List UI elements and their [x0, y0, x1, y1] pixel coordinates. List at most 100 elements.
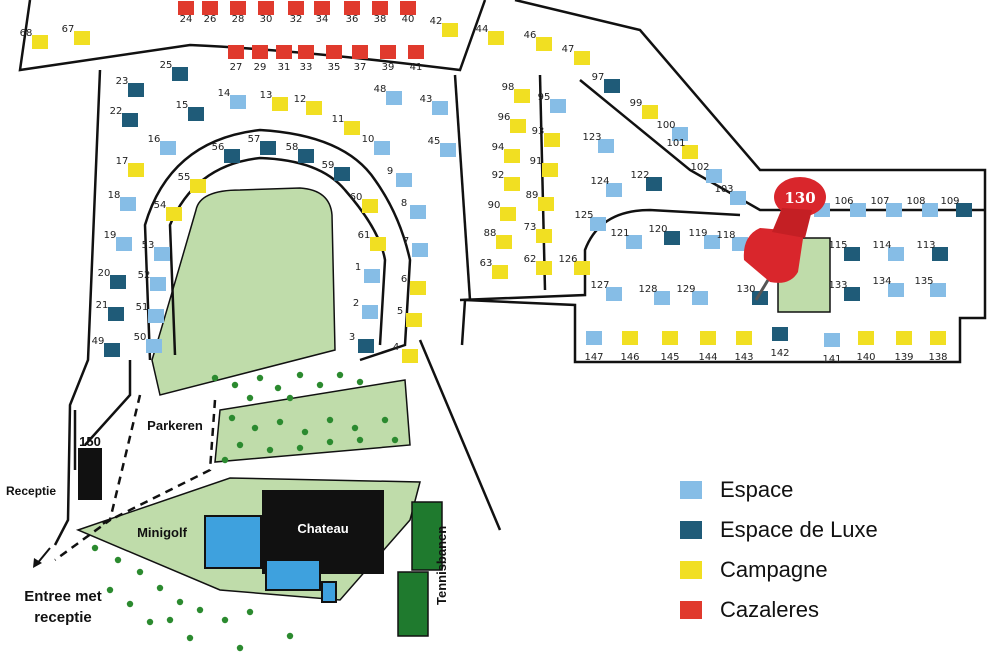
lot-50[interactable]: 50	[134, 332, 162, 353]
lot-146[interactable]: 146	[620, 331, 640, 363]
lot-32[interactable]: 32	[288, 1, 304, 25]
lot-62[interactable]: 62	[524, 254, 552, 275]
lot-46[interactable]: 46	[524, 30, 552, 51]
lot-140[interactable]: 140	[856, 331, 876, 363]
lot-138[interactable]: 138	[928, 331, 948, 363]
lot-23[interactable]: 23	[116, 76, 144, 97]
lot-101[interactable]: 101	[666, 138, 698, 159]
lot-135[interactable]: 135	[914, 276, 946, 297]
lot-96[interactable]: 96	[498, 112, 526, 133]
lot-133[interactable]: 133	[828, 280, 860, 301]
lot-13[interactable]: 13	[260, 90, 288, 111]
lot-41[interactable]: 41	[408, 45, 424, 73]
lot-9[interactable]: 9	[387, 166, 412, 187]
lot-147[interactable]: 147	[584, 331, 604, 363]
lot-114[interactable]: 114	[872, 240, 904, 261]
lot-55[interactable]: 55	[178, 172, 206, 193]
lot-21[interactable]: 21	[96, 300, 124, 321]
lot-89[interactable]: 89	[526, 190, 554, 211]
lot-34[interactable]: 34	[314, 1, 330, 25]
lot-58[interactable]: 58	[286, 142, 314, 163]
lot-98[interactable]: 98	[502, 82, 530, 103]
lot-122[interactable]: 122	[630, 170, 662, 191]
lot-33[interactable]: 33	[298, 45, 314, 73]
lot-6[interactable]: 6	[401, 274, 426, 295]
lot-100[interactable]: 100	[656, 120, 688, 141]
lot-93[interactable]: 93	[532, 126, 560, 147]
lot-142[interactable]: 142	[770, 327, 790, 359]
lot-3[interactable]: 3	[349, 332, 374, 353]
lot-121[interactable]: 121	[610, 228, 642, 249]
lot-19[interactable]: 19	[104, 230, 132, 251]
lot-11[interactable]: 11	[332, 114, 360, 135]
lot-120[interactable]: 120	[648, 224, 680, 245]
location-pin[interactable]: 130	[743, 177, 826, 301]
lot-94[interactable]: 94	[492, 142, 520, 163]
lot-99[interactable]: 99	[630, 98, 658, 119]
lot-119[interactable]: 119	[688, 228, 720, 249]
lot-18[interactable]: 18	[108, 190, 136, 211]
lot-108[interactable]: 108	[906, 196, 938, 217]
lot-102[interactable]: 102	[690, 162, 722, 183]
lot-42[interactable]: 42	[430, 16, 458, 37]
lot-53[interactable]: 53	[142, 240, 170, 261]
lot-130[interactable]: 130	[736, 284, 768, 305]
lot-124[interactable]: 124	[590, 176, 622, 197]
lot-1[interactable]: 1	[355, 262, 380, 283]
lot-57[interactable]: 57	[248, 134, 276, 155]
lot-27[interactable]: 27	[228, 45, 244, 73]
lot-44[interactable]: 44	[476, 24, 504, 45]
lot-68[interactable]: 68	[20, 28, 48, 49]
lot-29[interactable]: 29	[252, 45, 268, 73]
lot-25[interactable]: 25	[160, 60, 188, 81]
lot-144[interactable]: 144	[698, 331, 718, 363]
lot-20[interactable]: 20	[98, 268, 126, 289]
lot-61[interactable]: 61	[358, 230, 386, 251]
lot-95[interactable]: 95	[538, 92, 566, 113]
lot-97[interactable]: 97	[592, 72, 620, 93]
lot-129[interactable]: 129	[676, 284, 708, 305]
lot-24[interactable]: 24	[178, 1, 194, 25]
lot-52[interactable]: 52	[138, 270, 166, 291]
lot-10[interactable]: 10	[362, 134, 390, 155]
lot-36[interactable]: 36	[344, 1, 360, 25]
lot-51[interactable]: 51	[136, 302, 164, 323]
lot-143[interactable]: 143	[734, 331, 754, 363]
lot-107[interactable]: 107	[870, 196, 902, 217]
lot-134[interactable]: 134	[872, 276, 904, 297]
lot-48[interactable]: 48	[374, 84, 402, 105]
lot-49[interactable]: 49	[92, 336, 120, 357]
lot-106[interactable]: 106	[834, 196, 866, 217]
lot-90[interactable]: 90	[488, 200, 516, 221]
lot-118[interactable]: 118	[716, 230, 748, 251]
lot-54[interactable]: 54	[154, 200, 182, 221]
lot-39[interactable]: 39	[380, 45, 396, 73]
lot-103[interactable]: 103	[714, 184, 746, 205]
lot-88[interactable]: 88	[484, 228, 512, 249]
lot-2[interactable]: 2	[353, 298, 378, 319]
lot-4[interactable]: 4	[393, 342, 418, 363]
lot-8[interactable]: 8	[401, 198, 426, 219]
lot-30[interactable]: 30	[258, 1, 274, 25]
lot-43[interactable]: 43	[420, 94, 448, 115]
lot-139[interactable]: 139	[894, 331, 914, 363]
lot-14[interactable]: 14	[218, 88, 246, 109]
lot-123[interactable]: 123	[582, 132, 614, 153]
lot-15[interactable]: 15	[176, 100, 204, 121]
lot-26[interactable]: 26	[202, 1, 218, 25]
lot-60[interactable]: 60	[350, 192, 378, 213]
lot-127[interactable]: 127	[590, 280, 622, 301]
lot-109[interactable]: 109	[940, 196, 972, 217]
lot-17[interactable]: 17	[116, 156, 144, 177]
lot-37[interactable]: 37	[352, 45, 368, 73]
lot-91[interactable]: 91	[530, 156, 558, 177]
lot-12[interactable]: 12	[294, 94, 322, 115]
lot-128[interactable]: 128	[638, 284, 670, 305]
lot-22[interactable]: 22	[110, 106, 138, 127]
lot-5[interactable]: 5	[397, 306, 422, 327]
lot-92[interactable]: 92	[492, 170, 520, 191]
lot-16[interactable]: 16	[148, 134, 176, 155]
lot-7[interactable]: 7	[403, 236, 428, 257]
lot-115[interactable]: 115	[828, 240, 860, 261]
lot-45[interactable]: 45	[428, 136, 456, 157]
